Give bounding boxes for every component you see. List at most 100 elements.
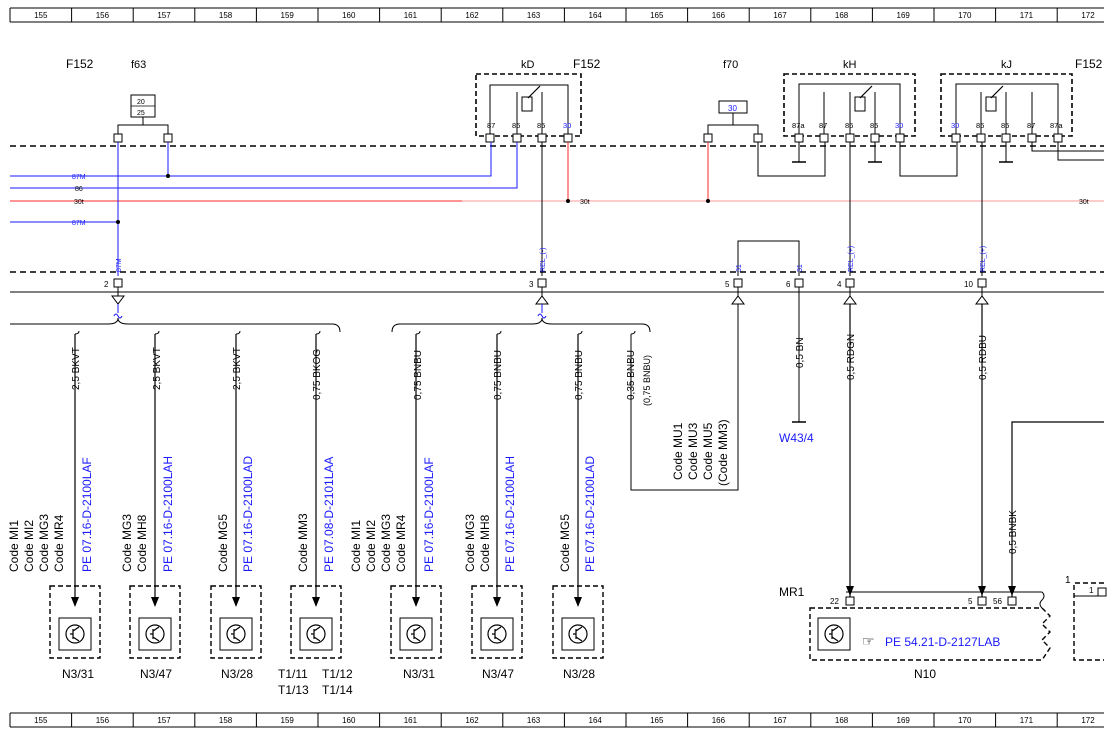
ruler-number: 167 [773,11,787,20]
ruler-number: 169 [897,716,911,725]
n10-pin-22: 22 [830,597,839,606]
ruler-number: 158 [219,11,233,20]
signal-rel-plus-a: REL_(+) [848,246,855,272]
ruler-number: 159 [281,716,295,725]
reference-4[interactable]: PE 07.08-D-2101LAA [322,457,336,572]
reference-1[interactable]: PE 07.16-D-2100LAF [80,457,94,572]
ruler-number: 168 [835,716,849,725]
ruler-number: 156 [96,11,110,20]
bus-wires [10,142,1104,276]
ruler-number: 162 [465,716,479,725]
kj-pin-85: 85 [1001,121,1009,130]
module-label-mr1: MR1 [779,585,805,599]
ruler-number: 164 [589,716,603,725]
ruler-number: 164 [589,11,603,20]
wire-label-87m-bottom: 87M [72,220,86,227]
pin-10: 10 [964,280,973,289]
code-5-3: Code MR4 [394,514,408,572]
kh-pin-30: 30 [895,121,903,130]
ruler-number: 159 [281,11,295,20]
wire-junctions [116,174,710,224]
wire-label-30t-mid: 30t [580,199,590,206]
code-6-0: Code MG3 [463,514,477,572]
ruler-number: 155 [34,716,48,725]
component-label-t1-14: T1/14 [322,683,353,697]
reference-8[interactable]: PE 54.21-D-2127LAB [885,635,1000,649]
sensor-components [49,585,604,659]
code-1-0: Code MI1 [7,520,21,572]
signal-rel-plus-b: REL_(+) [980,246,987,272]
reference-3[interactable]: PE 07.16-D-2100LAD [241,456,255,572]
n10-pin-56: 56 [993,597,1002,606]
wire-spec-tails [74,330,636,335]
signal-31-a: 31 [736,264,743,272]
branch-braces [10,317,651,333]
ruler-number: 163 [527,11,541,20]
option-codes: Code MI1 Code MI2 Code MG3 Code MR4 Code… [7,419,730,572]
ruler-number: 160 [342,716,356,725]
ruler-number: 169 [897,11,911,20]
kj-pin-87a: 87a [1050,121,1063,130]
relay-kh: 87a 87 86 85 30 [783,73,916,137]
ruler-number: 170 [958,11,972,20]
fuse-f70: 30 [703,100,763,143]
reference-7[interactable]: PE 07.16-D-2100LAD [583,456,597,572]
component-label-n3-28-a: N3/28 [221,667,253,681]
wire-spec-12: 0,5 BNBK [1008,510,1019,554]
fuse-f63-top-value: 20 [137,99,145,106]
component-label-n3-31-b: N3/31 [403,667,435,681]
code-5-0: Code MI1 [349,520,363,572]
ground-label-w43-4[interactable]: W43/4 [779,431,814,445]
branch-arrowheads [71,597,582,607]
signal-31-b: 31 [797,264,804,272]
code-4-0: Code MM3 [296,513,310,572]
relay-pin-terminals [485,133,1063,143]
label-kj: kJ [1001,59,1012,71]
pin-3: 3 [529,280,534,289]
kj-pin-86: 86 [976,121,984,130]
connector-arrow-stubs [113,287,983,423]
ruler-number: 171 [1020,11,1034,20]
code-8-bracket [630,304,739,491]
fuse-f63-bottom-value: 25 [137,110,145,117]
right-module-pin-1: 1 [1089,586,1094,595]
kh-pin-87a: 87a [792,121,805,130]
wire-spec-10: 0,5 RDGN [846,334,857,380]
n10-pin-5: 5 [968,597,973,606]
component-n3-31-b [390,585,442,659]
component-label-n3-31-a: N3/31 [62,667,94,681]
code-1-2: Code MG3 [37,514,51,572]
fuse-f70-value: 30 [728,104,737,113]
reference-6[interactable]: PE 07.16-D-2100LAH [503,456,517,572]
n10-arrowheads [846,586,1016,596]
ruler-number: 172 [1081,11,1095,20]
reference-pointer-icon: ☞ [862,633,875,649]
module-right-partial: 1 1 [1065,575,1107,661]
code-5-2: Code MG3 [379,514,393,572]
kd-pin-87: 87 [487,121,495,130]
module-label-n10: N10 [914,667,936,681]
label-f63: f63 [131,59,146,71]
wire-spec-8b: (0,75 BNBU) [642,355,652,406]
reference-2[interactable]: PE 07.16-D-2100LAH [161,456,175,572]
code-8-2: Code MU5 [701,422,715,480]
ruler-number: 172 [1081,716,1095,725]
ruler-number: 166 [712,11,726,20]
code-6-1: Code MH8 [478,514,492,572]
reference-5[interactable]: PE 07.16-D-2100LAF [422,457,436,572]
branch-wires [74,334,579,605]
code-7-0: Code MG5 [558,514,572,572]
ruler-number: 165 [650,716,664,725]
pin-5: 5 [725,280,730,289]
component-label-n3-47-a: N3/47 [140,667,172,681]
component-n3-47-b [471,585,523,659]
right-module-label-1: 1 [1065,575,1071,586]
connector-arrows [111,295,989,305]
kd-pin-86: 86 [512,121,520,130]
wire-spec-5: 0,75 BNBU [413,350,424,400]
connector-pins [113,278,987,288]
kh-pin-87: 87 [819,121,827,130]
label-f152-left: F152 [66,57,94,71]
component-label-t1-13: T1/13 [278,683,309,697]
